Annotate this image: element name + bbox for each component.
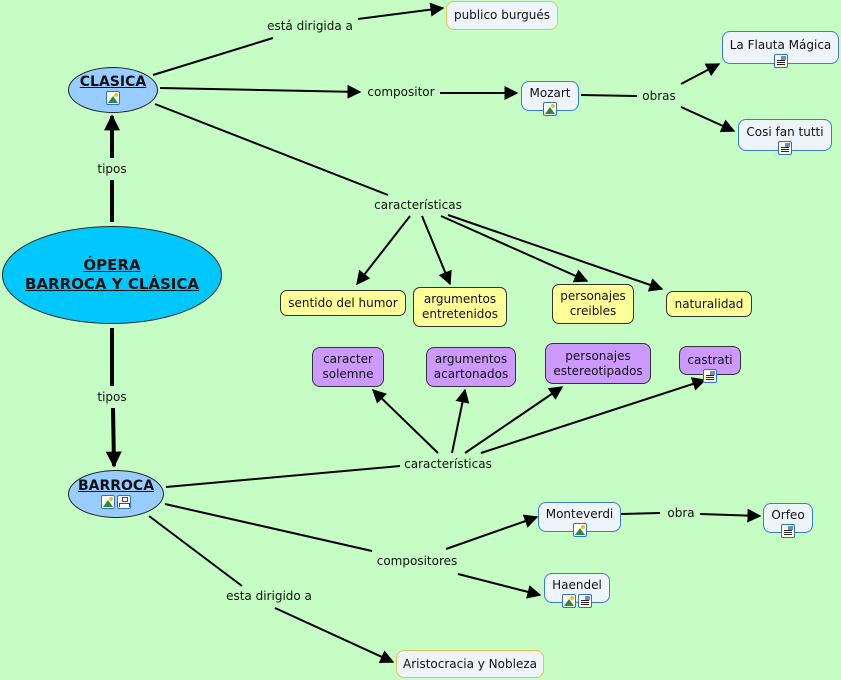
link-clasica-caracteristicas — [154, 103, 389, 196]
link-compositores-haendel — [457, 573, 542, 599]
link-label-esta-dirigida-a[interactable]: está dirigida a — [264, 19, 356, 33]
link-car-humor — [356, 215, 411, 286]
link-label-compositores[interactable]: compositores — [373, 554, 461, 568]
link-car-solemne — [371, 389, 439, 454]
link-barroca-compositores — [164, 503, 373, 552]
concept-personajes-creibles[interactable]: personajes creibles — [552, 284, 634, 324]
personajes-estereotipados-line1: personajes — [565, 348, 631, 363]
concept-orfeo[interactable]: Orfeo — [763, 503, 813, 538]
mozart-label: Mozart — [529, 86, 571, 100]
concept-cosi-fan-tutti[interactable]: Cosi fan tutti — [738, 119, 832, 155]
main-concept-line2: BARROCA Y CLÁSICA — [25, 275, 199, 293]
link-label-caracteristicas-barroca[interactable]: características — [401, 457, 495, 471]
image-icon[interactable] — [101, 495, 115, 509]
document-icon[interactable] — [781, 524, 795, 538]
image-icon[interactable] — [543, 102, 557, 116]
link-barroca-caracteristicas — [165, 465, 401, 488]
link-dirigido-aristocracia — [274, 607, 395, 664]
concept-clasica[interactable]: CLASICA — [68, 67, 158, 113]
link-car-estereotipados — [464, 386, 564, 454]
link-label-obras[interactable]: obras — [639, 89, 679, 103]
sentido-humor-label: sentido del humor — [288, 295, 398, 310]
argumentos-entretenidos-line1: argumentos — [423, 292, 497, 306]
argumentos-acartonados-line1: argumentos — [434, 352, 508, 366]
link-obras-cosi — [680, 106, 736, 133]
concept-map-icon[interactable] — [117, 495, 131, 509]
link-label-caracteristicas-clasica[interactable]: características — [371, 198, 465, 212]
concept-la-flauta-magica[interactable]: La Flauta Mágica — [722, 31, 839, 68]
barroca-label: BARROCA — [77, 478, 155, 494]
link-label-esta-dirigido-a[interactable]: esta dirigido a — [223, 589, 315, 603]
concept-aristocracia-y-nobleza[interactable]: Aristocracia y Nobleza — [396, 650, 544, 678]
link-monteverdi-obra — [620, 512, 661, 515]
concept-sentido-del-humor[interactable]: sentido del humor — [280, 290, 406, 316]
monteverdi-label: Monteverdi — [545, 507, 614, 521]
castrati-label: castrati — [687, 352, 733, 367]
concept-mozart[interactable]: Mozart — [521, 81, 579, 116]
document-icon[interactable] — [578, 594, 592, 608]
link-obras-flauta — [680, 63, 721, 85]
link-tipos-barroca — [105, 407, 122, 468]
document-icon[interactable] — [778, 141, 792, 155]
naturalidad-label: naturalidad — [674, 296, 744, 311]
personajes-creibles-line1: personajes — [560, 289, 626, 303]
concept-argumentos-acartonados[interactable]: argumentos acartonados — [426, 347, 516, 387]
main-concept-opera[interactable]: ÓPERA BARROCA Y CLÁSICA — [2, 226, 222, 324]
clasica-label: CLASICA — [79, 74, 147, 90]
concept-publico-burgues[interactable]: publico burgués — [446, 1, 558, 30]
image-icon[interactable] — [572, 523, 587, 537]
link-clasica-dirigida — [152, 37, 274, 76]
personajes-creibles-line2: creibles — [569, 304, 617, 318]
argumentos-acartonados-line2: acartonados — [433, 367, 509, 381]
concept-caracter-solemne[interactable]: caracter solemne — [312, 347, 384, 387]
document-icon[interactable] — [773, 53, 788, 68]
link-label-compositor[interactable]: compositor — [364, 85, 438, 99]
concept-naturalidad[interactable]: naturalidad — [666, 291, 752, 317]
link-label-tipos-top[interactable]: tipos — [94, 162, 130, 176]
image-icon[interactable] — [562, 594, 576, 608]
concept-castrati[interactable]: castrati — [679, 346, 741, 383]
personajes-estereotipados-line2: estereotipados — [553, 363, 643, 378]
link-mozart-obras — [580, 94, 638, 97]
main-concept-line1: ÓPERA — [83, 256, 141, 274]
link-car-acartonados — [451, 388, 470, 454]
caracter-solemne-line2: solemne — [322, 367, 374, 381]
link-car-naturalidad — [447, 214, 664, 292]
link-compositores-monteverdi — [445, 514, 539, 550]
haendel-label: Haendel — [552, 578, 602, 592]
orfeo-label: Orfeo — [771, 508, 805, 522]
link-car-entretenidos — [421, 215, 452, 286]
link-clasica-compositor — [159, 84, 362, 99]
link-car-castrati — [480, 377, 707, 454]
link-label-obra[interactable]: obra — [664, 506, 698, 520]
document-icon[interactable] — [703, 368, 717, 383]
concept-barroca[interactable]: BARROCA — [68, 470, 164, 518]
caracter-solemne-line1: caracter — [323, 352, 373, 366]
concept-haendel[interactable]: Haendel — [544, 573, 610, 608]
flauta-magica-label: La Flauta Mágica — [729, 37, 832, 52]
concept-monteverdi[interactable]: Monteverdi — [538, 502, 621, 537]
cosi-fan-tutti-label: Cosi fan tutti — [746, 125, 824, 139]
link-car-creibles — [440, 215, 589, 283]
aristocracia-label: Aristocracia y Nobleza — [403, 656, 537, 671]
link-dirigida-publico — [357, 2, 445, 20]
image-icon[interactable] — [106, 91, 120, 105]
concept-personajes-estereotipados[interactable]: personajes estereotipados — [545, 343, 651, 384]
argumentos-entretenidos-line2: entretenidos — [422, 307, 498, 321]
link-barroca-dirigido — [148, 515, 243, 587]
link-label-tipos-bottom[interactable]: tipos — [94, 390, 130, 404]
link-obra-orfeo — [699, 508, 762, 523]
concept-argumentos-entretenidos[interactable]: argumentos entretenidos — [413, 287, 507, 327]
publico-burgues-label: publico burgués — [453, 8, 551, 22]
